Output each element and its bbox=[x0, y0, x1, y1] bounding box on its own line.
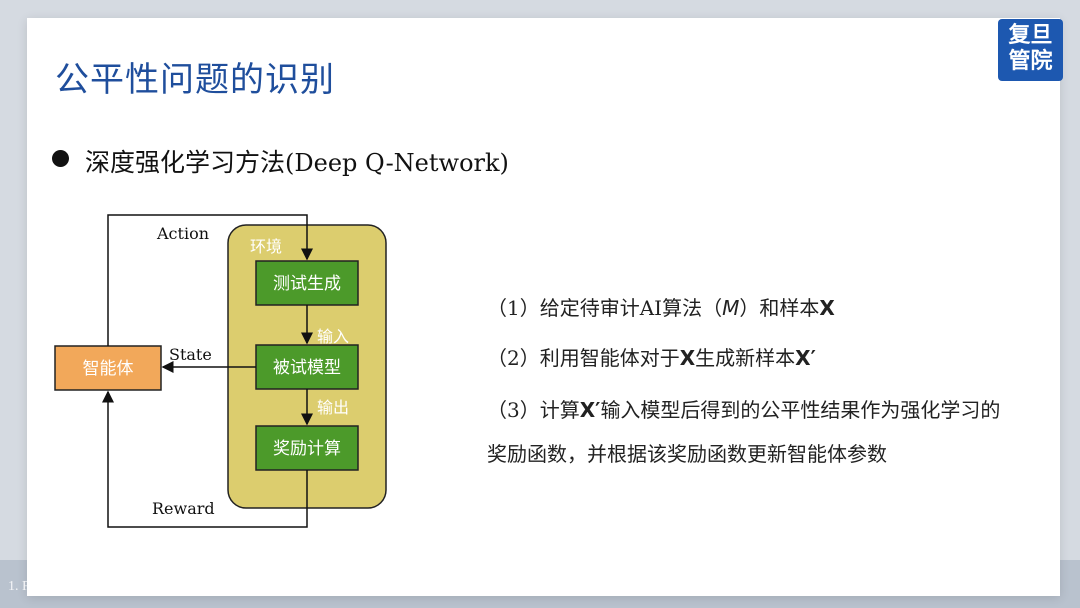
input-label: 输入 bbox=[317, 327, 349, 346]
action-arrow bbox=[107, 214, 313, 346]
state-label: State bbox=[169, 345, 212, 364]
step-1-symbol-x: X bbox=[819, 296, 835, 320]
step-3-symbol-x-prime: X′ bbox=[579, 398, 601, 422]
step-2-symbol-x-prime: X′ bbox=[795, 346, 816, 370]
logo-line-2: 管院 bbox=[1008, 49, 1053, 74]
model-under-test-label: 被试模型 bbox=[273, 358, 341, 378]
steps-list: （1）给定待审计AI算法（M）和样本X （2）利用智能体对于X生成新样本X′ （… bbox=[487, 288, 1027, 466]
reward-calculation-label: 奖励计算 bbox=[273, 439, 341, 459]
fudan-logo: 复旦 管院 bbox=[998, 19, 1063, 81]
page-title: 公平性问题的识别 bbox=[55, 60, 335, 100]
reward-arrow bbox=[102, 390, 308, 528]
step-3-prefix: （3）计算 bbox=[487, 398, 580, 422]
logo-line-1: 复旦 bbox=[1008, 23, 1053, 48]
step-3: （3）计算X′输入模型后得到的公平性结果作为强化学习的奖励函数，并根据该奖励函数… bbox=[487, 388, 1017, 466]
test-generation-label: 测试生成 bbox=[273, 274, 341, 294]
step-1-middle: ）和样本 bbox=[739, 296, 820, 320]
agent-label: 智能体 bbox=[83, 359, 134, 379]
environment-label: 环境 bbox=[250, 237, 282, 256]
step-1-symbol-m: M bbox=[722, 296, 740, 320]
footnote: 1. Fairness testing of machine learning … bbox=[8, 579, 465, 594]
slide-card bbox=[27, 18, 1060, 596]
step-2-middle: 生成新样本 bbox=[695, 346, 796, 370]
action-label: Action bbox=[156, 224, 209, 243]
bullet-heading: 深度强化学习方法(Deep Q-Network) bbox=[85, 143, 509, 179]
step-1: （1）给定待审计AI算法（M）和样本X bbox=[487, 288, 1027, 338]
dqn-diagram: 环境 测试生成 被试模型 奖励计算 输入 输出 智能体 Action State… bbox=[54, 214, 387, 528]
step-2-prefix: （2）利用智能体对于 bbox=[487, 346, 680, 370]
bullet-dot-icon bbox=[52, 150, 69, 167]
reward-label: Reward bbox=[152, 499, 215, 518]
step-2-symbol-x: X bbox=[679, 346, 696, 370]
output-label: 输出 bbox=[317, 398, 349, 417]
model-under-test-box bbox=[255, 344, 359, 390]
agent-box bbox=[54, 345, 162, 391]
step-2: （2）利用智能体对于X生成新样本X′ bbox=[487, 338, 1027, 388]
bullet-heading-en: (Deep Q-Network) bbox=[285, 149, 509, 177]
step-1-prefix: （1）给定待审计AI算法（ bbox=[487, 296, 723, 320]
bullet-heading-cn: 深度强化学习方法 bbox=[85, 148, 286, 177]
step-3-text: 输入模型后得到的公平性结果作为强化学习的奖励函数，并根据该奖励函数更新智能体参数 bbox=[487, 398, 1001, 466]
